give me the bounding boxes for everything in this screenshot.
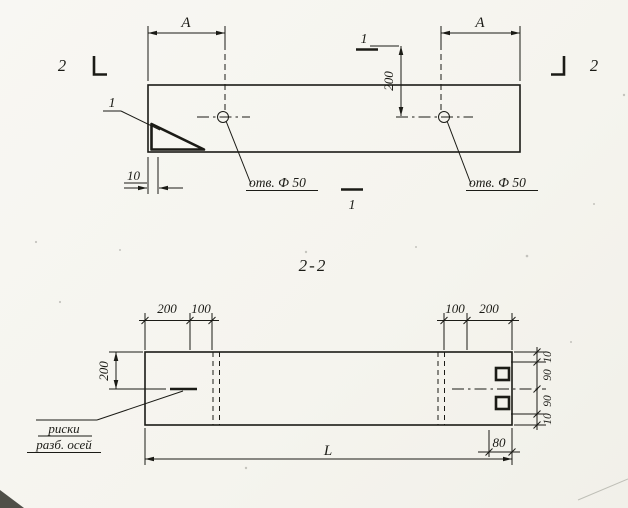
tick — [533, 385, 541, 393]
section-2-left-label: 2 — [58, 56, 66, 75]
leader-line — [225, 120, 252, 185]
groove-top — [494, 366, 511, 382]
axis-note: риски разб. осей — [27, 390, 184, 453]
dim-a-left: A — [147, 15, 226, 111]
leader-line — [96, 390, 184, 421]
section-2-marks: 2 2 — [58, 56, 598, 76]
tick — [141, 316, 149, 325]
tick — [463, 316, 471, 325]
dim-200-plan: 200 — [370, 45, 404, 116]
dim-200-tr-label: 200 — [479, 301, 499, 316]
dim-chain-right: 10 90 90 10 — [511, 347, 554, 430]
hole-note-right-label: отв. Ф 50 — [469, 175, 526, 190]
section-1-bottom-label: 1 — [349, 198, 356, 213]
dim-left-200-label: 200 — [96, 361, 111, 381]
hole-note-left-label: отв. Ф 50 — [249, 175, 306, 190]
hole-note-left: отв. Ф 50 — [225, 120, 318, 191]
tick — [533, 410, 541, 418]
beam-outline — [147, 84, 521, 153]
dim-right-90-lower-label: 90 — [542, 395, 554, 407]
corner-gusset-triangle — [150, 122, 206, 151]
dim-a-left-label: A — [180, 15, 191, 31]
dim-right-10-bottom-label: 10 — [542, 413, 554, 425]
dim-a-right-label: A — [474, 15, 485, 31]
section-2-left-flag — [92, 56, 107, 76]
page-edge-mark — [577, 478, 628, 501]
tick-marks — [533, 348, 541, 429]
tick-marks — [440, 316, 516, 325]
leader-line — [446, 120, 472, 185]
dim-80: 80 — [478, 430, 520, 457]
tick — [208, 316, 216, 325]
tick — [533, 421, 541, 429]
dim-right-10-top-label: 10 — [542, 351, 554, 363]
dim-a-right: A — [440, 15, 521, 111]
section-view: 2-2 200 100 — [27, 256, 554, 465]
section-title: 2-2 — [299, 256, 328, 275]
dim-10: 10 — [124, 157, 183, 194]
dim-chain-top-left: 200 100 — [139, 301, 219, 350]
section-1-top-label: 1 — [361, 32, 368, 47]
dim-200-tl-label: 200 — [157, 301, 177, 316]
tick — [533, 348, 541, 356]
hole-note-right: отв. Ф 50 — [446, 120, 538, 191]
dim-80-label: 80 — [493, 435, 507, 450]
dim-right-90-upper-label: 90 — [542, 369, 554, 381]
scan-speckles — [34, 93, 626, 470]
tick-marks — [141, 316, 216, 325]
detail-1-leader — [120, 110, 161, 131]
dim-200-label: 200 — [381, 71, 396, 91]
section-1-marks: 1 1 — [341, 32, 378, 213]
axis-note-line1: риски — [47, 421, 80, 436]
scan-artifacts — [0, 93, 628, 508]
dim-100-tr-label: 100 — [445, 301, 465, 316]
section-2-right-label: 2 — [590, 56, 598, 75]
dim-chain-top-right: 100 200 — [437, 301, 519, 350]
groove-bottom — [494, 395, 511, 411]
section-2-right-flag — [551, 56, 566, 76]
plan-view: 1 A A 1 1 — [58, 15, 598, 213]
tick — [440, 316, 448, 325]
axis-note-line2: разб. осей — [35, 437, 92, 452]
dim-length-l: L — [144, 428, 513, 465]
page-corner-shadow — [0, 490, 24, 508]
tick — [485, 448, 493, 456]
tick — [186, 316, 194, 325]
dim-length-label: L — [323, 443, 332, 459]
detail-1-label: 1 — [109, 96, 116, 111]
dim-left-200: 200 — [96, 351, 166, 390]
dim-10-label: 10 — [127, 168, 141, 183]
tick — [533, 358, 541, 366]
tick — [508, 316, 516, 325]
dim-100-tl-label: 100 — [191, 301, 211, 316]
